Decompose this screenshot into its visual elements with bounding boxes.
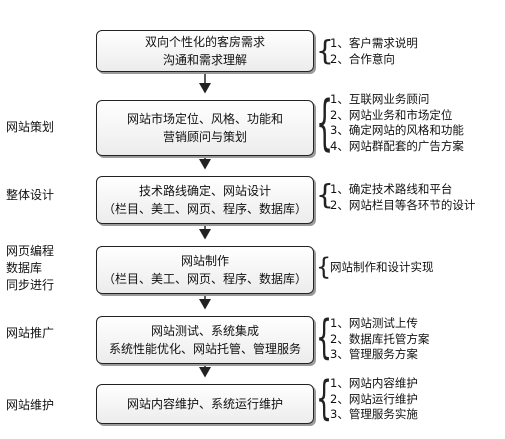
note-item: 2、数据库托管方案 (330, 331, 430, 346)
stage-label-line: 网站策划 (6, 120, 55, 134)
note-item: 2、网站运行维护 (330, 391, 418, 406)
stage-label-line: 数据库 (6, 261, 43, 275)
step-notes-promotion: 1、网站测试上传 2、数据库托管方案 3、管理服务方案 (330, 316, 429, 363)
step-box-promotion: 网站测试、系统集成 系统性能优化、网站托管、管理服务 (96, 316, 314, 364)
note-item: 2、网站栏目等各环节的设计 (330, 197, 476, 212)
note-item: 网站制作和设计实现 (330, 260, 434, 274)
step-notes-design: 1、确定技术路线和平台 2、网站栏目等各环节的设计 (330, 182, 475, 213)
note-item: 2、网站业务和市场定位 (330, 107, 453, 122)
stage-label-line: 网站维护 (6, 398, 55, 412)
step-box-line: 沟通和需求理解 (162, 53, 247, 67)
stage-label-line: 网站推广 (6, 326, 55, 340)
brace-icon: { (316, 310, 333, 364)
step-box-maintenance: 网站内容维护、系统运行维护 (96, 384, 314, 424)
brace-icon: { (316, 34, 334, 67)
step-notes-planning: 1、互联网业务顾问 2、网站业务和市场定位 3、确定网站的风格和功能 4、网站群… (330, 92, 464, 154)
step-box-planning: 网站市场定位、风格、功能和 营销顾问与策划 (96, 100, 314, 156)
note-item: 1、客户需求说明 (330, 36, 418, 50)
step-box-line: 营销顾问与策划 (162, 130, 247, 144)
step-box-line: 系统性能优化、网站托管、管理服务 (108, 342, 301, 356)
step-box-line: （栏目、美工、网页、程序、数据库） (102, 272, 307, 286)
brace-icon: { (316, 88, 334, 158)
note-item: 2、合作意向 (330, 51, 395, 66)
stage-label-maintenance: 网站维护 (6, 397, 54, 414)
step-box-line: 网站制作 (180, 254, 229, 268)
brace-icon: { (316, 178, 334, 211)
note-item: 3、确定网站的风格和功能 (330, 123, 464, 137)
step-box-design: 技术路线确定、网站设计 （栏目、美工、网页、程序、数据库） (96, 176, 314, 224)
note-item: 3、管理服务实施 (330, 407, 418, 421)
stage-label-line: 整体设计 (6, 188, 55, 202)
stage-label-design: 整体设计 (6, 187, 54, 204)
brace-icon: { (316, 253, 332, 281)
note-item: 4、网站群配套的广告方案 (330, 138, 464, 153)
stage-label-promotion: 网站推广 (6, 325, 54, 342)
step-box-line: 网站内容维护、系统运行维护 (126, 397, 283, 411)
stage-label-line: 同步进行 (6, 278, 55, 292)
note-item: 1、确定技术路线和平台 (330, 182, 453, 196)
stage-label-development: 网页编程 数据库 同步进行 (6, 243, 54, 294)
note-item: 1、互联网业务顾问 (330, 92, 430, 106)
step-box-line: 网站测试、系统集成 (150, 324, 259, 338)
step-notes-maintenance: 1、网站内容维护 2、网站运行维护 3、管理服务实施 (330, 376, 418, 423)
step-box-line: （栏目、美工、网页、程序、数据库） (102, 202, 307, 216)
step-box-line: 技术路线确定、网站设计 (138, 184, 271, 198)
stage-label-line: 网页编程 (6, 244, 55, 258)
note-item: 1、网站内容维护 (330, 376, 418, 390)
step-box-development: 网站制作 （栏目、美工、网页、程序、数据库） (96, 246, 314, 294)
brace-icon: { (316, 371, 333, 425)
step-box-line: 网站市场定位、风格、功能和 (126, 112, 283, 126)
note-item: 3、管理服务方案 (330, 347, 418, 361)
step-box-requirements: 双向个性化的客房需求 沟通和需求理解 (96, 30, 314, 72)
step-box-line: 双向个性化的客房需求 (144, 35, 265, 49)
stage-label-planning: 网站策划 (6, 119, 54, 136)
step-notes-requirements: 1、客户需求说明 2、合作意向 (330, 36, 418, 67)
note-item: 1、网站测试上传 (330, 316, 418, 330)
step-notes-development: 网站制作和设计实现 (330, 260, 434, 276)
